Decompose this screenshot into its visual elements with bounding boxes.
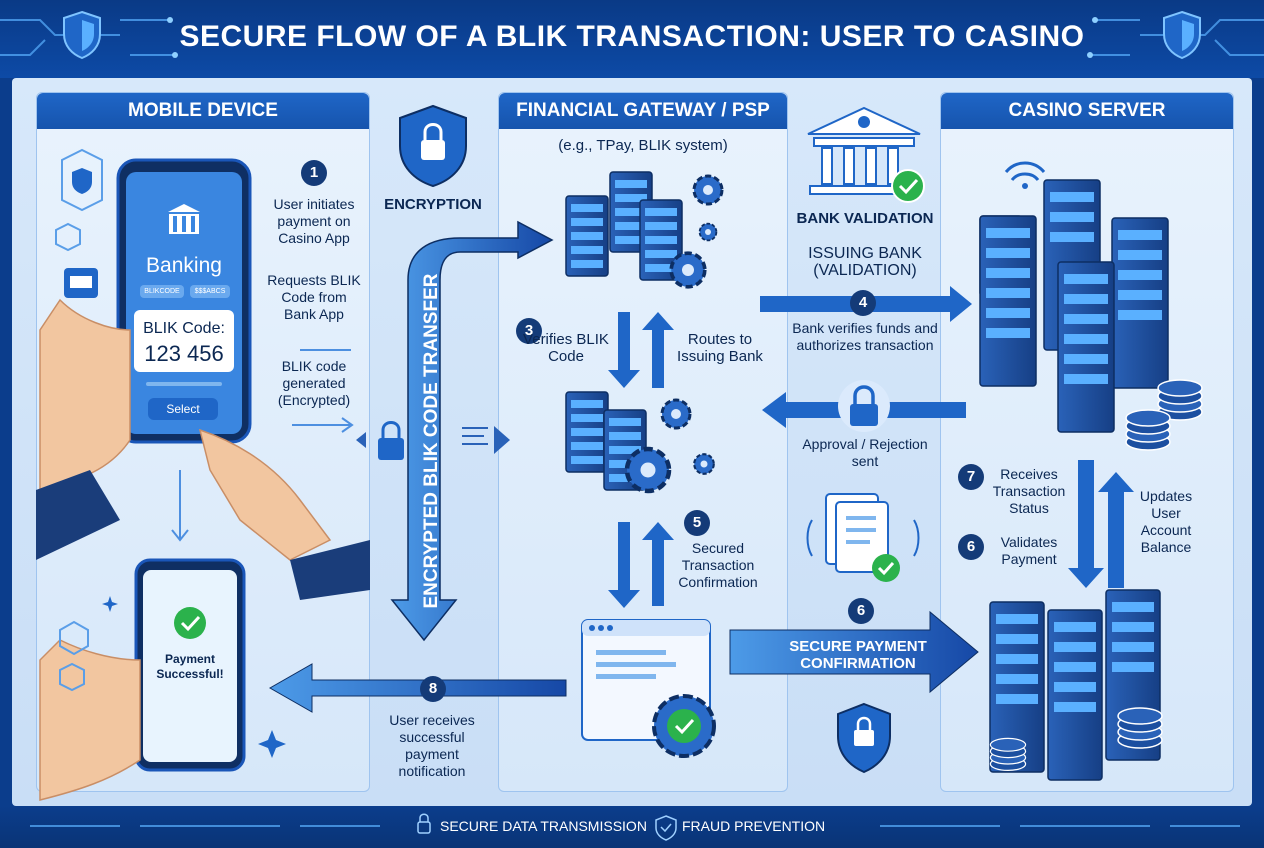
phone-banking [116,158,252,444]
footer-decoration [30,813,1240,841]
blik-code-label: BLIK Code: [143,320,225,337]
gateway-subtitle: (e.g., TPay, BLIK system) [558,137,728,154]
arrow-down-confirm [608,522,640,608]
step-badge-6-confirm: 6 [848,598,874,624]
lock-icon [838,380,890,432]
casino-server-header: CASINO SERVER [941,93,1233,129]
bank-building-icon [807,106,925,203]
pill-blikcode: BLIKCODE [140,285,184,298]
notification-arrow [268,663,567,713]
pill-abcs: $$$ABCS [190,285,230,298]
casino-server-bottom [989,589,1163,781]
bank-validation-label: BANK VALIDATION [796,210,934,227]
step-text-updates: Updates User Account Balance [1139,488,1193,555]
step-badge-4: 4 [850,290,876,316]
issuing-bank-label: ISSUING BANK (VALIDATION) [808,245,922,279]
blik-code-value: 123 456 [144,341,224,366]
step-text-generated: BLIK code generated (Encrypted) [277,358,351,408]
step-text-request: Requests BLIK Code from Bank App [267,272,361,322]
lock-icon [417,813,431,834]
page-title: SECURE FLOW OF A BLIK TRANSACTION: USER … [179,20,1085,53]
step-badge-5: 5 [684,510,710,536]
step-text-validates: Validates Payment [1000,534,1058,567]
step-text-receives: Receives Transaction Status [992,466,1066,516]
select-button[interactable]: Select [166,402,200,416]
arrow-down-casino [1068,460,1104,588]
step-badge-6: 6 [958,534,984,560]
encrypted-transfer-label: ENCRYPTED BLIK CODE TRANSFER [421,273,442,609]
arrow-up-route [642,312,674,388]
arrow-down-verify [608,312,640,388]
step-text-notification: User receives successful payment notific… [389,712,475,779]
encrypted-transfer-arrow [390,220,554,642]
step-badge-8: 8 [420,676,446,702]
payment-successful-text: Payment Successful! [156,652,224,681]
circuit-decoration [0,10,1264,60]
shield-icon [63,10,101,60]
lock-icon [378,421,404,460]
step-text-verify: Verifies BLIK Code [523,331,609,365]
footer-secure-data: SECURE DATA TRANSMISSION [440,818,647,834]
arrow-up-casino [1098,472,1134,588]
shield-lock-icon [837,702,891,774]
decor-icons-left [55,148,103,692]
shield-check-icon [655,815,677,841]
document-check-icon [806,493,920,582]
header-bar [0,0,1264,78]
footer-fraud-prevention: FRAUD PREVENTION [682,818,826,834]
step-text-approval: Approval / Rejection sent [802,436,928,469]
step-badge-7: 7 [958,464,984,490]
step-text-route: Routes to Issuing Bank [677,331,763,365]
step-text-secured: Secured Transaction Confirmation [678,540,758,590]
encryption-shield-icon [399,104,467,188]
down-arrow-left [171,470,189,542]
banking-label: Banking [146,254,222,277]
browser-window [581,619,716,758]
casino-server-top [979,161,1203,451]
arrow-up-confirm [642,522,674,606]
secure-payment-confirmation-label: SECURE PAYMENT CONFIRMATION [789,638,927,672]
gateway-header: FINANCIAL GATEWAY / PSP [499,93,787,129]
step-text-bank-verifies: Bank verifies funds and authorizes trans… [792,320,938,353]
secure-payment-arrow [729,610,979,694]
shield-icon [1163,10,1201,60]
step-badge-3: 3 [516,318,542,344]
encryption-label: ENCRYPTION [384,196,482,213]
hand-illustration [36,298,370,600]
step-badge-1: 1 [301,160,327,186]
mobile-device-header: MOBILE DEVICE [37,93,369,129]
step-text-1: User initiates payment on Casino App [273,196,355,246]
phone-success [39,558,246,801]
